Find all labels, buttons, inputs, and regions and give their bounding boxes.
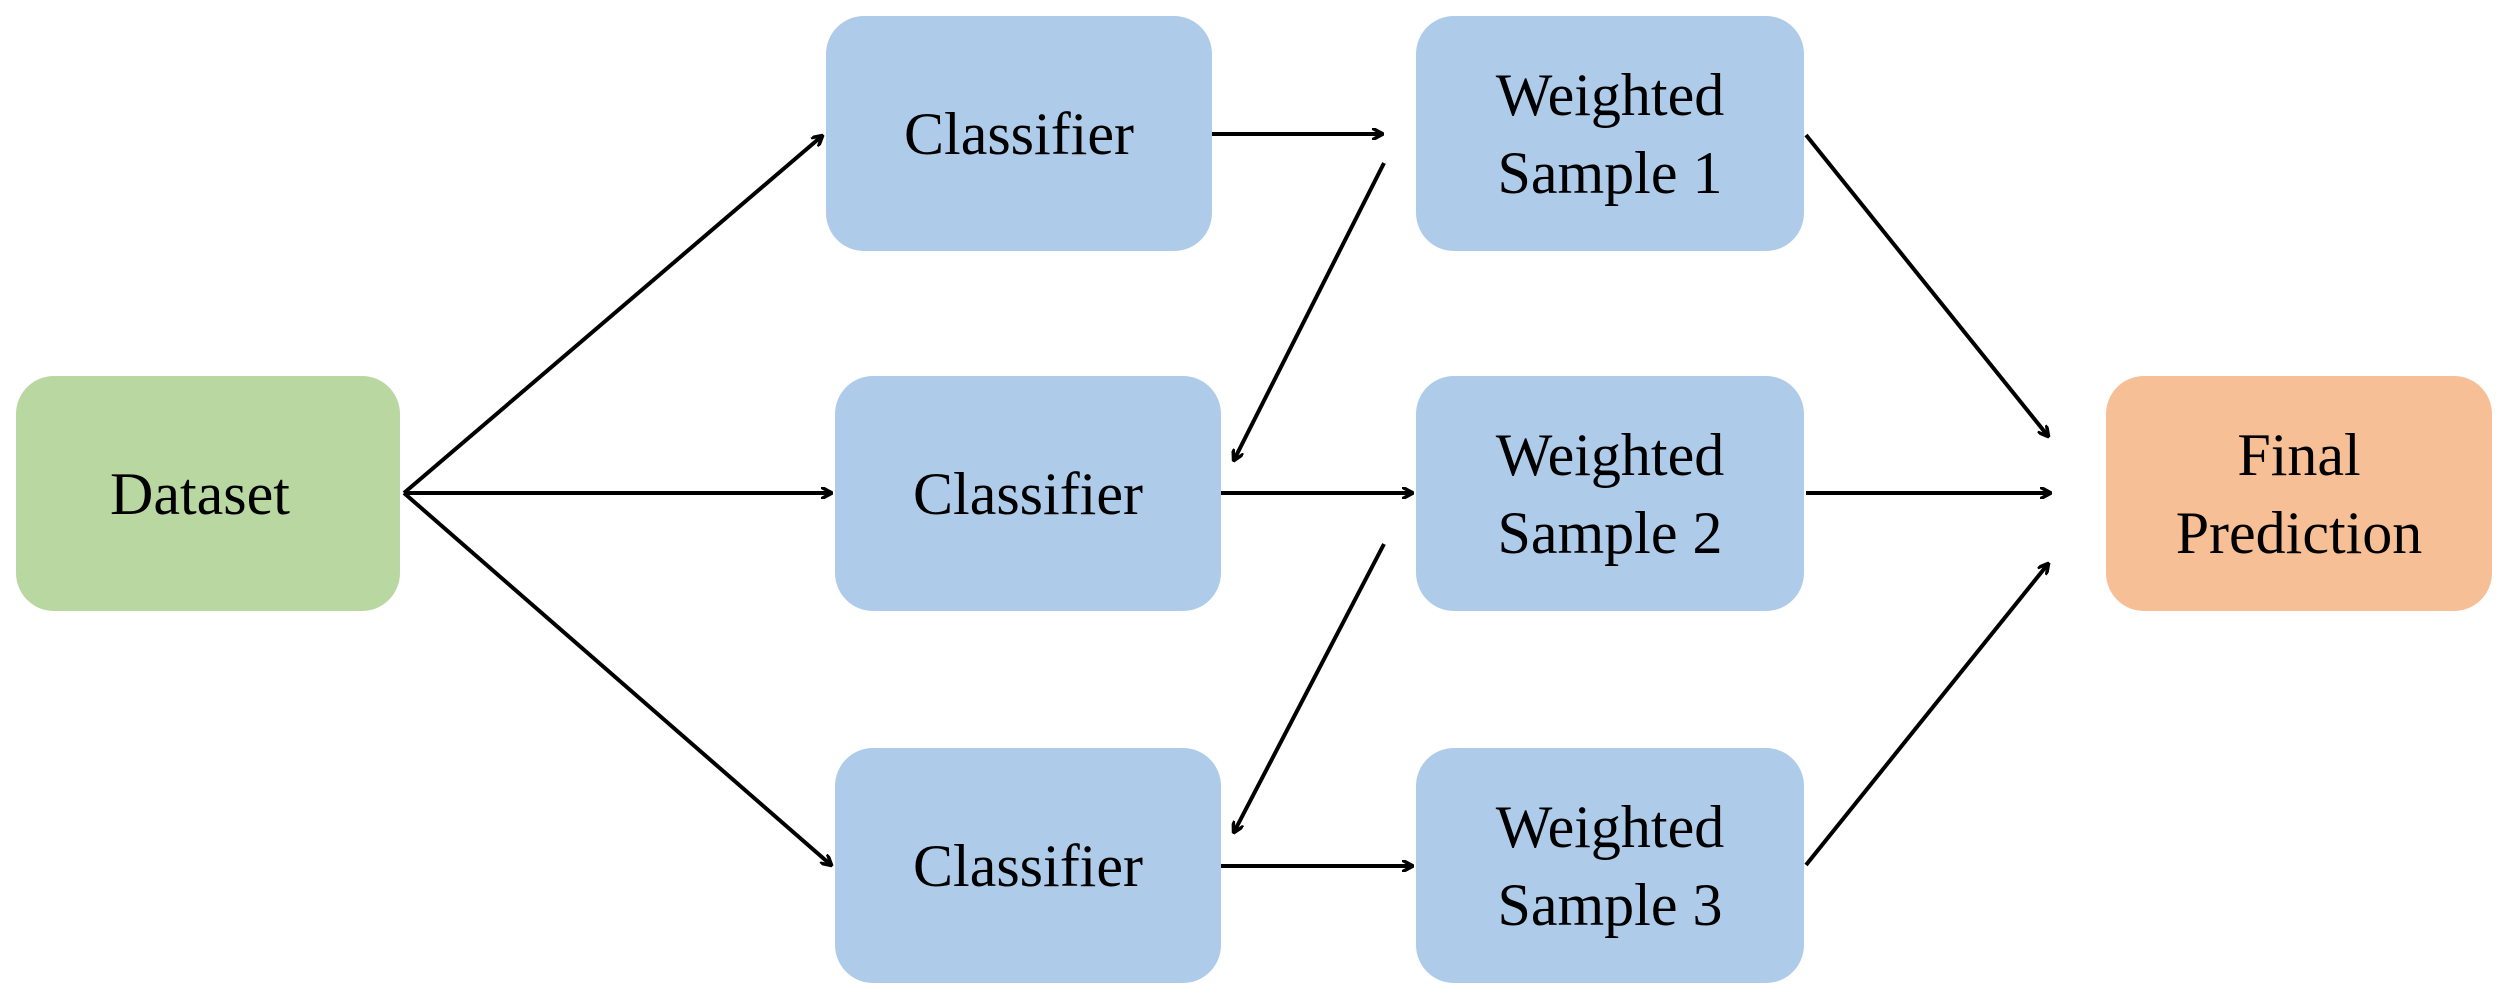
classifier-3-label: Classifier bbox=[913, 832, 1143, 899]
classifier-1-label: Classifier bbox=[904, 100, 1134, 167]
weighted-sample-1-node: Weighted Sample 1 bbox=[1416, 16, 1804, 251]
dataset-node: Dataset bbox=[16, 376, 400, 611]
edge-weighted-sample-1-to-final-prediction bbox=[1804, 133, 2048, 436]
edge-weighted-sample-1-to-classifier-2 bbox=[1234, 162, 1386, 460]
dataset-label: Dataset bbox=[110, 460, 290, 527]
classifier-2-node: Classifier bbox=[835, 376, 1221, 611]
weighted-sample-3-label: Weighted Sample 3 bbox=[1495, 793, 1725, 938]
final-prediction-label: Final Prediction bbox=[2175, 421, 2423, 566]
weighted-sample-2-node: Weighted Sample 2 bbox=[1416, 376, 1804, 611]
final-prediction-node: Final Prediction bbox=[2106, 376, 2492, 611]
edge-dataset-to-classifier-3 bbox=[402, 491, 831, 865]
edge-weighted-sample-3-to-final-prediction bbox=[1804, 564, 2048, 867]
edge-dataset-to-classifier-1 bbox=[402, 136, 822, 495]
weighted-sample-1-label: Weighted Sample 1 bbox=[1495, 61, 1725, 206]
weighted-sample-2-label: Weighted Sample 2 bbox=[1495, 421, 1725, 566]
edge-weighted-sample-2-to-classifier-3 bbox=[1234, 543, 1386, 832]
weighted-sample-3-node: Weighted Sample 3 bbox=[1416, 748, 1804, 983]
classifier-1-node: Classifier bbox=[826, 16, 1212, 251]
classifier-2-label: Classifier bbox=[913, 460, 1143, 527]
classifier-3-node: Classifier bbox=[835, 748, 1221, 983]
